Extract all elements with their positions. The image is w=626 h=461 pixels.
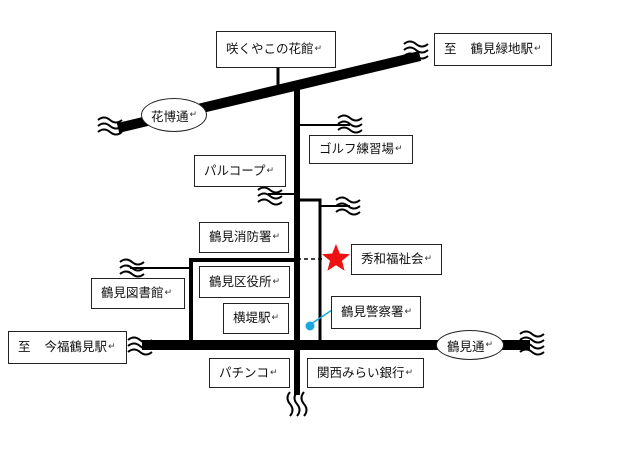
- dot-icon: [305, 321, 315, 331]
- star-icon: [322, 244, 350, 271]
- label-yokozutsumi-station: 横堤駅↵: [223, 303, 289, 334]
- label-tsurumi-dori: 鶴見通↵: [436, 330, 504, 360]
- police-pointer-line: [310, 309, 333, 325]
- return-mark: ↵: [485, 340, 494, 350]
- label-text: 関西みらい銀行: [317, 364, 405, 380]
- label-police: 鶴見警察署↵: [331, 296, 421, 329]
- wavy-road-end-icon: [97, 116, 123, 136]
- label-text: 咲くやこの花館: [226, 41, 314, 57]
- wavy-road-end-icon: [286, 391, 308, 417]
- road-west-block: [189, 258, 297, 345]
- label-text: 鶴見緑地駅: [470, 41, 534, 57]
- return-mark: ↵: [272, 276, 281, 287]
- return-mark: ↵: [189, 110, 198, 120]
- wavy-road-end-icon: [127, 336, 153, 356]
- label-ward-office: 鶴見区役所↵: [199, 266, 290, 298]
- label-text: 鶴見消防署: [209, 229, 272, 245]
- label-pachinko: パチンコ↵: [209, 358, 290, 388]
- road-east-loop: [297, 198, 322, 345]
- label-imafuku-tsurumi-station: 至今福鶴見駅↵: [8, 331, 127, 364]
- return-mark: ↵: [270, 367, 278, 378]
- label-text: 花博通: [150, 108, 189, 124]
- return-mark: ↵: [395, 144, 403, 154]
- label-library: 鶴見図書館↵: [91, 278, 185, 309]
- label-tsurumi-ryokuchi-station: 至鶴見緑地駅↵: [434, 33, 552, 66]
- wavy-road-end-icon: [519, 330, 545, 356]
- label-hanahaku-dori: 花博通↵: [141, 98, 207, 132]
- direction-prefix: 至: [444, 41, 457, 57]
- label-text: 鶴見通: [446, 338, 485, 354]
- wavy-road-end-icon: [337, 114, 363, 134]
- label-kansai-mirai-bank: 関西みらい銀行↵: [307, 358, 424, 388]
- return-mark: ↵: [266, 165, 275, 176]
- label-text: 秀和福祉会: [361, 251, 424, 267]
- return-mark: ↵: [272, 232, 281, 242]
- label-text: 鶴見区役所: [209, 273, 272, 289]
- return-mark: ↵: [404, 307, 413, 317]
- direction-prefix: 至: [18, 339, 31, 355]
- label-text: 鶴見図書館: [101, 285, 164, 301]
- label-palcoop: パルコープ↵: [194, 155, 286, 187]
- return-mark: ↵: [108, 342, 116, 352]
- wavy-road-end-icon: [335, 196, 361, 216]
- label-text: パルコープ: [204, 162, 266, 178]
- return-mark: ↵: [534, 44, 542, 54]
- label-sakuyakono: 咲くやこの花館↵: [216, 31, 336, 68]
- wavy-road-end-icon: [119, 258, 145, 278]
- wavy-road-end-icon: [257, 186, 283, 206]
- return-mark: ↵: [314, 44, 323, 54]
- wavy-road-end-icon: [403, 40, 429, 60]
- label-shuwa-welfare: 秀和福祉会↵: [351, 244, 442, 275]
- return-mark: ↵: [405, 367, 414, 378]
- label-text: 鶴見警察署: [341, 304, 404, 320]
- label-text: ゴルフ練習場: [319, 141, 395, 157]
- label-text: 横堤駅: [233, 310, 271, 326]
- return-mark: ↵: [164, 288, 173, 298]
- label-fire-station: 鶴見消防署↵: [199, 222, 289, 253]
- return-mark: ↵: [271, 313, 280, 323]
- label-golf-range: ゴルフ練習場↵: [309, 135, 413, 164]
- return-mark: ↵: [424, 254, 433, 264]
- label-text: パチンコ: [219, 364, 270, 380]
- label-text: 今福鶴見駅: [44, 339, 108, 355]
